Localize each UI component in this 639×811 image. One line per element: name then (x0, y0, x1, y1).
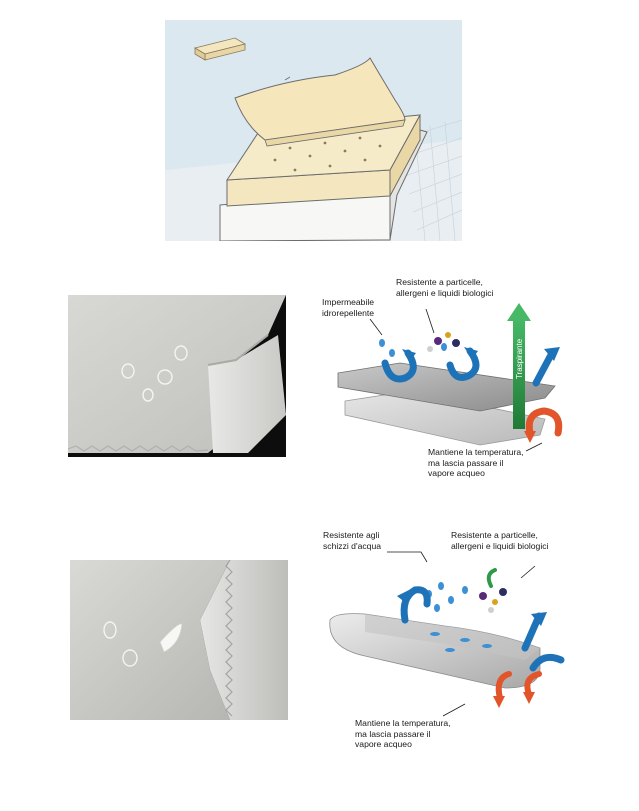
red-curl-arrow-icon (525, 407, 563, 437)
fabric-photo-closeup (70, 560, 288, 720)
water-drop-icon (103, 621, 138, 667)
fabric-layers-diagram-top: Impermeabile idrorepellente Resistente a… (322, 277, 580, 478)
label-breathable: Traspirante (515, 338, 524, 379)
foam-sample-icon (193, 37, 247, 61)
fabric-layers-diagram-bottom: Resistente agli schizzi d'acqua Resisten… (323, 528, 585, 763)
label-resistant-particles: Resistente a particelle, allergeni e liq… (396, 277, 494, 298)
label-temperature: Mantiene la temperatura, ma lascia passa… (355, 718, 451, 749)
label-splash-resistant: Resistente agli schizzi d'acqua (323, 530, 382, 551)
label-temperature: Mantiene la temperatura, ma lascia passa… (428, 447, 524, 478)
label-resistant-particles: Resistente a particelle, allergeni e liq… (451, 530, 549, 551)
fabric-photo (68, 295, 286, 457)
breathable-arrow-icon (507, 303, 531, 429)
water-drop-icon (121, 345, 188, 402)
blue-curl-arrow-icon (381, 347, 556, 387)
blue-curl-arrow-icon (400, 586, 565, 672)
red-curl-arrow-icon (495, 671, 542, 701)
label-waterproof: Impermeabile idrorepellente (322, 297, 375, 318)
mattress-illustration (165, 20, 462, 241)
